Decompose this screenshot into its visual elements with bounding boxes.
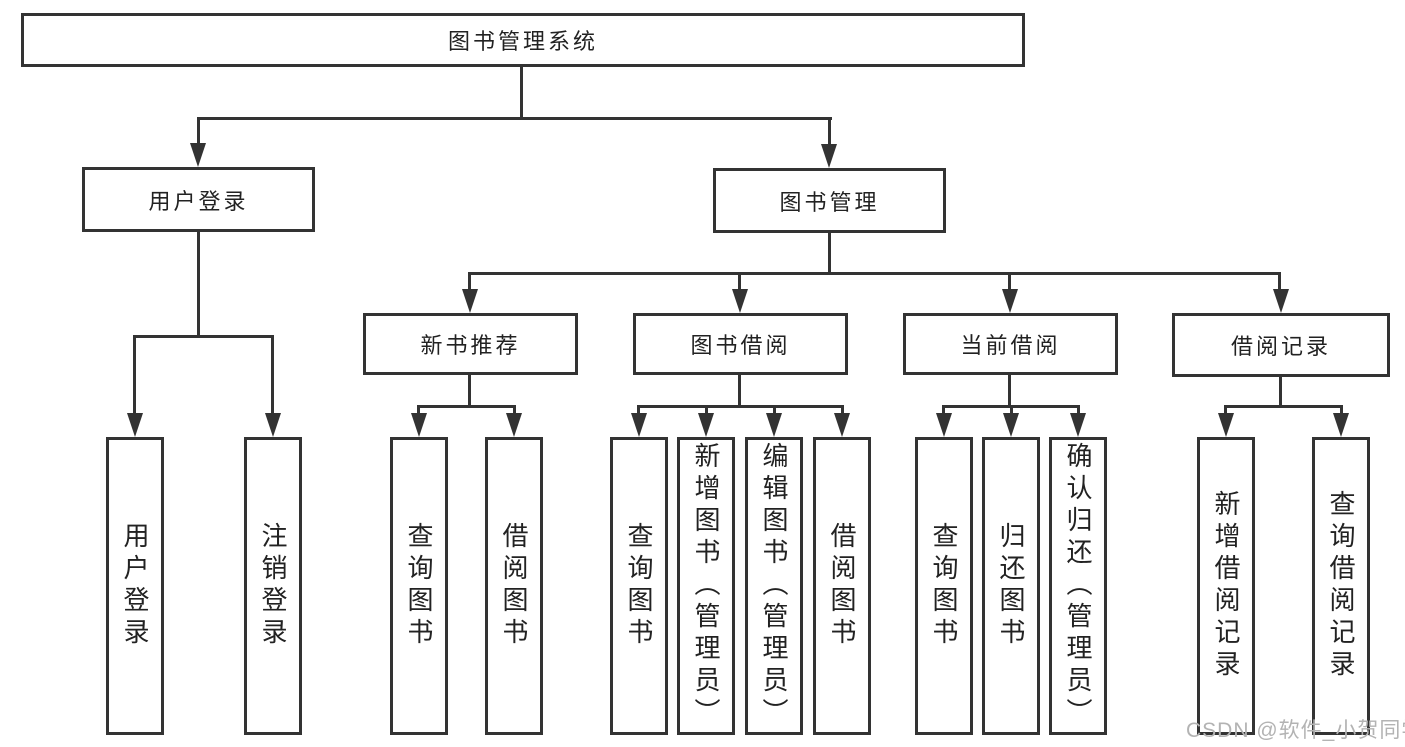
node-current-borrow-label: 当前借阅 bbox=[960, 333, 1061, 358]
connector-line bbox=[1008, 272, 1011, 292]
connector-line bbox=[417, 405, 420, 417]
leaf-add-borrow-record-label: 新增借阅记录 bbox=[1211, 490, 1241, 682]
leaf-add-books-admin: 新增图书（管理员） bbox=[677, 437, 735, 735]
node-user-login: 用户登录 bbox=[82, 167, 315, 232]
connector-line bbox=[197, 117, 200, 147]
connector-line bbox=[942, 405, 945, 417]
arrow-down-icon bbox=[127, 413, 143, 437]
node-borrow-records-label: 借阅记录 bbox=[1230, 334, 1331, 359]
leaf-borrow-books-borrow: 借阅图书 bbox=[813, 437, 871, 735]
node-book-management: 图书管理 bbox=[713, 168, 946, 233]
leaf-add-books-admin-label: 新增图书（管理员） bbox=[691, 442, 721, 730]
leaf-logout-login: 注销登录 bbox=[244, 437, 302, 735]
arrow-down-icon bbox=[1003, 413, 1019, 437]
connector-line bbox=[1340, 405, 1343, 417]
arrow-down-icon bbox=[506, 413, 522, 437]
connector-line bbox=[1077, 405, 1080, 417]
node-current-borrow: 当前借阅 bbox=[903, 313, 1118, 375]
connector-line bbox=[197, 232, 200, 337]
node-root-label: 图书管理系统 bbox=[447, 29, 598, 54]
arrow-down-icon bbox=[411, 413, 427, 437]
node-new-book-recommend-label: 新书推荐 bbox=[420, 333, 521, 358]
leaf-confirm-return-admin-label: 确认归还（管理员） bbox=[1063, 442, 1093, 730]
connector-line bbox=[828, 117, 831, 147]
leaf-return-books: 归还图书 bbox=[982, 437, 1040, 735]
arrow-down-icon bbox=[732, 289, 748, 313]
connector-line bbox=[520, 67, 523, 119]
connector-line bbox=[513, 405, 516, 417]
connector-line bbox=[197, 117, 832, 120]
connector-line bbox=[828, 233, 831, 274]
connector-line bbox=[1010, 405, 1013, 417]
arrow-down-icon bbox=[821, 144, 837, 168]
watermark: CSDN @软件_小贺同学 bbox=[1186, 719, 1405, 742]
connector-line bbox=[1278, 272, 1281, 292]
node-root: 图书管理系统 bbox=[21, 13, 1025, 67]
arrow-down-icon bbox=[462, 289, 478, 313]
arrow-down-icon bbox=[766, 413, 782, 437]
leaf-edit-books-admin-label: 编辑图书（管理员） bbox=[759, 442, 789, 730]
leaf-return-books-label: 归还图书 bbox=[996, 522, 1026, 650]
arrow-down-icon bbox=[698, 413, 714, 437]
leaf-query-books-recommend: 查询图书 bbox=[390, 437, 448, 735]
connector-line bbox=[1224, 405, 1227, 417]
connector-line bbox=[1224, 405, 1343, 408]
leaf-query-books-recommend-label: 查询图书 bbox=[404, 522, 434, 650]
connector-line bbox=[841, 405, 844, 417]
leaf-query-books-current: 查询图书 bbox=[915, 437, 973, 735]
node-user-login-label: 用户登录 bbox=[148, 188, 249, 214]
arrow-down-icon bbox=[631, 413, 647, 437]
leaf-query-books-borrow-label: 查询图书 bbox=[624, 522, 654, 650]
arrow-down-icon bbox=[936, 413, 952, 437]
connector-line bbox=[133, 335, 136, 415]
connector-line bbox=[705, 405, 708, 417]
connector-line bbox=[468, 272, 1281, 275]
connector-line bbox=[637, 405, 844, 408]
connector-line bbox=[271, 335, 274, 415]
node-book-management-label: 图书管理 bbox=[779, 189, 880, 215]
leaf-logout-login-label: 注销登录 bbox=[258, 522, 288, 650]
arrow-down-icon bbox=[265, 413, 281, 437]
arrow-down-icon bbox=[1273, 289, 1289, 313]
leaf-user-login: 用户登录 bbox=[106, 437, 164, 735]
node-book-borrow-label: 图书借阅 bbox=[690, 333, 791, 358]
leaf-edit-books-admin: 编辑图书（管理员） bbox=[745, 437, 803, 735]
connector-line bbox=[738, 375, 741, 407]
leaf-query-borrow-record: 查询借阅记录 bbox=[1312, 437, 1370, 735]
connector-line bbox=[738, 272, 741, 292]
connector-line bbox=[417, 405, 516, 408]
connector-line bbox=[1279, 377, 1282, 407]
leaf-query-borrow-record-label: 查询借阅记录 bbox=[1326, 490, 1356, 682]
arrow-down-icon bbox=[1070, 413, 1086, 437]
leaf-borrow-books-recommend: 借阅图书 bbox=[485, 437, 543, 735]
connector-line bbox=[468, 272, 471, 292]
leaf-user-login-label: 用户登录 bbox=[120, 522, 150, 650]
connector-line bbox=[637, 405, 640, 417]
arrow-down-icon bbox=[1002, 289, 1018, 313]
connector-line bbox=[133, 335, 274, 338]
connector-line bbox=[773, 405, 776, 417]
node-borrow-records: 借阅记录 bbox=[1172, 313, 1390, 377]
leaf-add-borrow-record: 新增借阅记录 bbox=[1197, 437, 1255, 735]
arrow-down-icon bbox=[834, 413, 850, 437]
node-new-book-recommend: 新书推荐 bbox=[363, 313, 578, 375]
leaf-borrow-books-borrow-label: 借阅图书 bbox=[827, 522, 857, 650]
arrow-down-icon bbox=[1333, 413, 1349, 437]
leaf-borrow-books-recommend-label: 借阅图书 bbox=[499, 522, 529, 650]
leaf-confirm-return-admin: 确认归还（管理员） bbox=[1049, 437, 1107, 735]
leaf-query-books-borrow: 查询图书 bbox=[610, 437, 668, 735]
arrow-down-icon bbox=[190, 143, 206, 167]
node-book-borrow: 图书借阅 bbox=[633, 313, 848, 375]
leaf-query-books-current-label: 查询图书 bbox=[929, 522, 959, 650]
connector-line bbox=[1008, 375, 1011, 407]
connector-line bbox=[468, 375, 471, 407]
arrow-down-icon bbox=[1218, 413, 1234, 437]
